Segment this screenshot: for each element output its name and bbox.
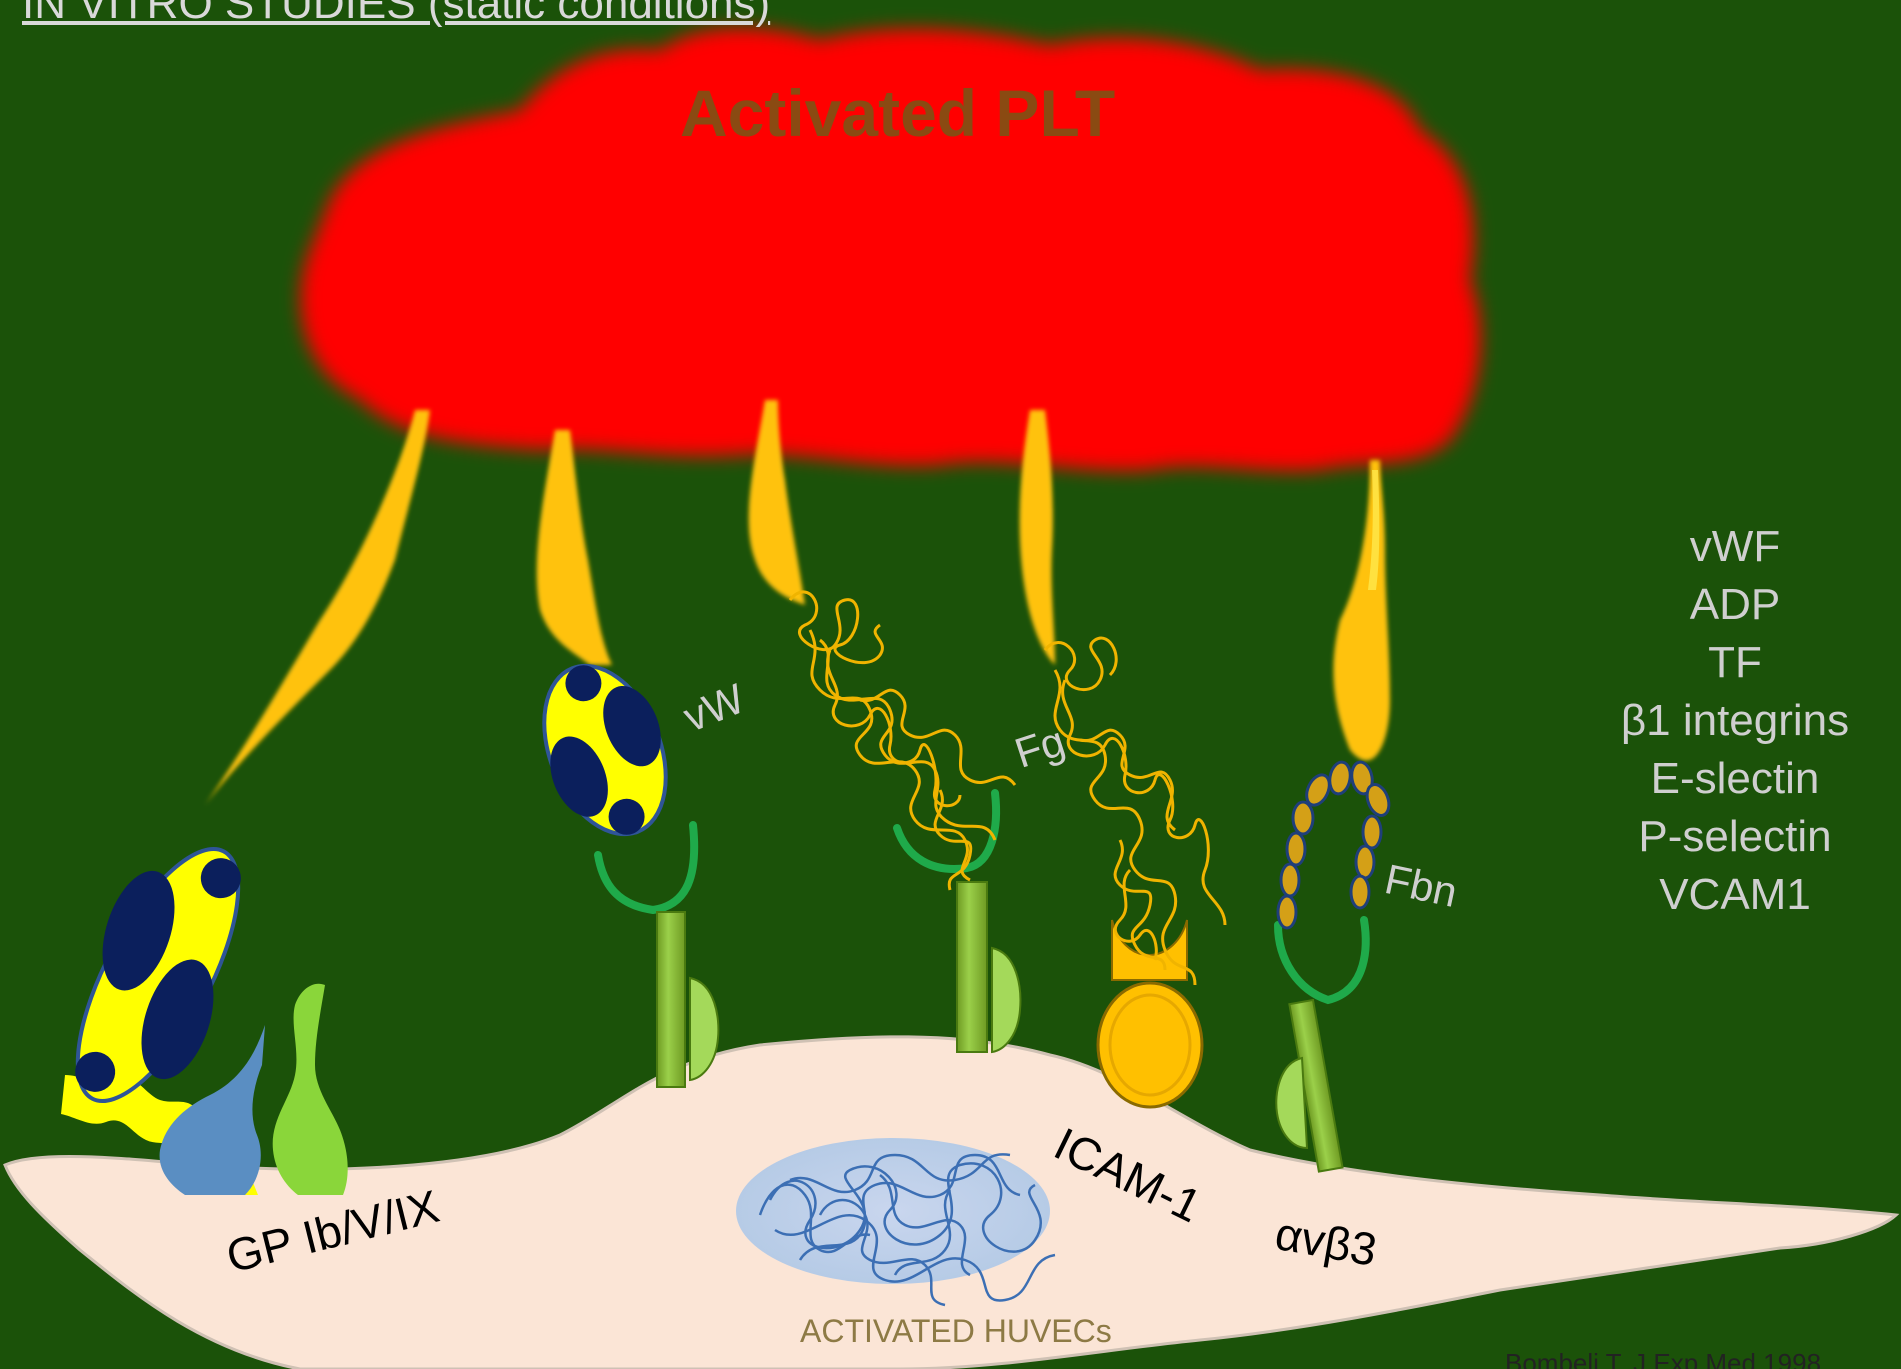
- gp-receptor-icon: [598, 825, 718, 1087]
- pseudopod-1: [205, 410, 430, 805]
- molecule-item: VCAM1: [1560, 866, 1901, 924]
- slide-title: IN VITRO STUDIES (static conditions): [22, 0, 770, 26]
- molecule-item: ADP: [1560, 576, 1901, 634]
- green-receptor: [273, 984, 348, 1195]
- reference-citation: Bombeli T, J Exp Med 1998: [1505, 1350, 1821, 1369]
- fibronectin-chain-icon: [1278, 761, 1393, 928]
- molecule-item: β1 integrins: [1560, 692, 1901, 750]
- avb3-receptor-icon: [1276, 920, 1365, 1172]
- pseudopod-5: [1333, 460, 1390, 760]
- cell-label: ACTIVATED HUVECs: [800, 1315, 1112, 1347]
- molecule-list: vWF ADP TF β1 integrins E-slectin P-sele…: [1560, 518, 1901, 924]
- pseudopod-2: [537, 430, 612, 665]
- platelet-label: Activated PLT: [680, 80, 1115, 146]
- vw-molecule-bound-icon: [516, 646, 693, 854]
- molecule-item: E-slectin: [1560, 750, 1901, 808]
- fibrinogen-strand-2-icon: [1045, 638, 1225, 985]
- molecule-item: P-selectin: [1560, 808, 1901, 866]
- icam-1-receptor-icon: [1098, 920, 1202, 1107]
- molecule-item: vWF: [1560, 518, 1901, 576]
- molecule-item: TF: [1560, 634, 1901, 692]
